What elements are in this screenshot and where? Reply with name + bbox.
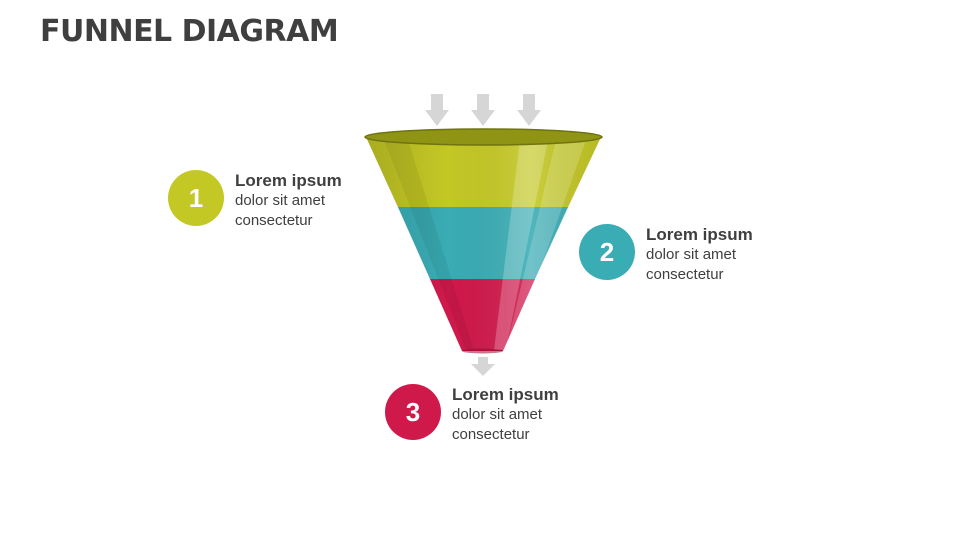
funnel-rim: [364, 128, 603, 146]
stage-1-description-line-2: consectetur: [235, 211, 313, 229]
stage-1-description-line-1: dolor sit amet: [235, 192, 326, 209]
funnel-highlight: [494, 140, 548, 350]
funnel-spout: [462, 348, 503, 354]
stage-1-number-badge: 1: [168, 170, 224, 226]
stage-1-callout: 1 Lorem ipsum dolor sit amet consectetur: [168, 170, 342, 230]
stage-2-description-line-2: consectetur: [646, 265, 724, 283]
stage-3-heading: Lorem ipsum: [452, 385, 559, 404]
stage-2-callout: 2 Lorem ipsum dolor sit amet consectetur: [579, 224, 753, 284]
funnel-shading: [366, 137, 601, 351]
stage-2-text: Lorem ipsum dolor sit amet consectetur: [646, 225, 753, 284]
stage-2-heading: Lorem ipsum: [646, 225, 753, 244]
stage-3-number-badge: 3: [385, 384, 441, 440]
down-arrow-icon: [425, 94, 449, 126]
down-arrow-icon: [517, 94, 541, 126]
stage-2-description-line-1: dolor sit amet: [646, 246, 737, 263]
funnel-highlight: [384, 140, 474, 350]
stage-1-text: Lorem ipsum dolor sit amet consectetur: [235, 171, 342, 230]
stage-3-description-line-1: dolor sit amet: [452, 406, 543, 423]
page-title: FUNNEL DIAGRAM: [40, 14, 339, 49]
stage-2-number-badge: 2: [579, 224, 635, 280]
stage-3-text: Lorem ipsum dolor sit amet consectetur: [452, 385, 559, 444]
input-arrows: [425, 94, 541, 126]
funnel-body: [364, 128, 603, 354]
down-arrow-icon: [471, 94, 495, 126]
output-arrow-icon: [471, 357, 495, 376]
funnel-highlight: [506, 140, 586, 349]
stage-3-description-line-2: consectetur: [452, 425, 530, 443]
stage-1-heading: Lorem ipsum: [235, 171, 342, 190]
stage-3-callout: 3 Lorem ipsum dolor sit amet consectetur: [385, 384, 559, 444]
